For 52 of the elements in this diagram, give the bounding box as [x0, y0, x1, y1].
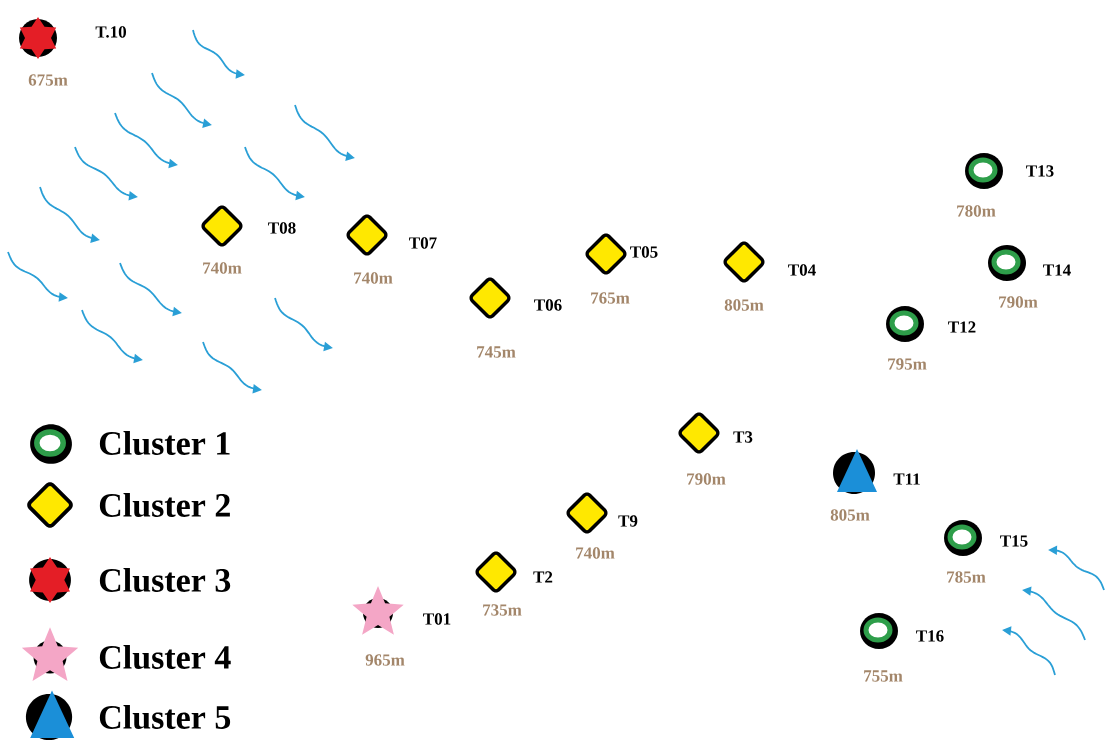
elevation-label: 740m: [203, 262, 242, 274]
turbine-label: T3: [733, 431, 753, 443]
elevation-label: 755m: [864, 670, 903, 682]
diamond-marker: [566, 492, 608, 534]
turbine-label: T08: [268, 222, 296, 234]
turbine-label: T13: [1026, 165, 1054, 177]
turbine-label: T.10: [95, 26, 127, 38]
turbine-label: T04: [788, 264, 816, 276]
ring-marker: [860, 613, 898, 649]
elevation-label: 805m: [830, 509, 870, 521]
elevation-label: 735m: [483, 604, 522, 616]
legend-label: Cluster 3: [99, 568, 231, 592]
ring-marker: [944, 520, 982, 556]
turbine-label: T05: [630, 246, 658, 258]
ring-marker: [886, 306, 924, 342]
elevation-label: 795m: [888, 358, 927, 370]
elevation-label: 675m: [28, 74, 68, 86]
turbine-label: T07: [409, 237, 437, 249]
turbine-label: T9: [618, 515, 638, 527]
ring-marker: [965, 153, 1003, 189]
elevation-label: 805m: [724, 299, 764, 311]
elevation-label: 790m: [687, 473, 726, 485]
diamond-marker: [469, 277, 511, 319]
legend-label: Cluster 1: [99, 431, 230, 455]
elevation-label: 965m: [365, 654, 405, 666]
elevation-label: 785m: [947, 571, 986, 583]
elevation-label: 745m: [477, 346, 516, 358]
diamond-marker: [678, 412, 720, 454]
legend-label: Cluster 4: [99, 645, 231, 669]
elevation-label: 740m: [576, 547, 615, 559]
legend-label: Cluster 5: [99, 705, 231, 729]
diamond-marker: [723, 241, 765, 283]
elevation-label: 765m: [591, 292, 630, 304]
turbine-label: T12: [948, 321, 976, 333]
elevation-label: 740m: [354, 272, 393, 284]
turbine-label: T15: [1000, 535, 1028, 547]
hexagram-marker: [19, 17, 57, 59]
diamond-marker: [346, 214, 388, 256]
turbine-label: T16: [916, 630, 944, 642]
diamond-marker: [475, 551, 517, 593]
turbine-label: T11: [893, 473, 920, 485]
legend-label: Cluster 2: [99, 493, 230, 517]
turbine-label: T01: [423, 613, 451, 625]
elevation-label: 790m: [999, 296, 1038, 308]
elevation-label: 780m: [957, 205, 996, 217]
diamond-marker: [585, 233, 627, 275]
diamond-marker: [201, 205, 243, 247]
turbine-label: T2: [533, 571, 553, 583]
star-marker: [352, 586, 404, 635]
turbine-label: T14: [1043, 264, 1071, 276]
ring-marker: [988, 245, 1026, 281]
turbine-label: T06: [534, 299, 562, 311]
